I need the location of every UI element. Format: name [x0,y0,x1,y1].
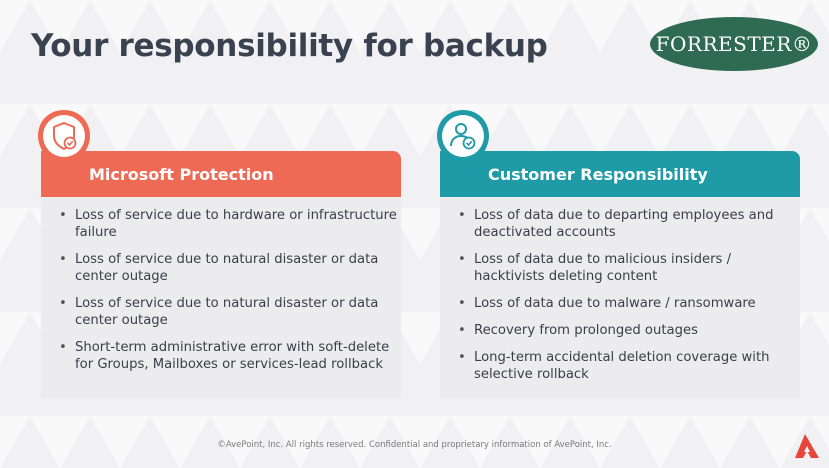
avepoint-logo-icon [795,434,819,458]
shield-check-icon [38,110,90,188]
list-item: Loss of service due to hardware or infra… [59,207,401,241]
customer-responsibility-title: Customer Responsibility [488,164,708,184]
microsoft-protection-header: Microsoft Protection [41,151,401,197]
list-item: Loss of data due to malware / ransomware [458,295,800,312]
forrester-logo: FORRESTER® [650,17,818,71]
customer-responsibility-panel: Loss of data due to departing employees … [440,198,800,398]
list-item: Loss of data due to malicious insiders /… [458,251,800,285]
customer-responsibility-header: Customer Responsibility [440,151,800,197]
list-item: Loss of service due to natural disaster … [59,295,401,329]
list-item: Short-term administrative error with sof… [59,339,401,373]
microsoft-protection-list: Loss of service due to hardware or infra… [41,198,401,373]
list-item: Loss of service due to natural disaster … [59,251,401,285]
customer-responsibility-list: Loss of data due to departing employees … [440,198,800,383]
user-check-icon [437,110,489,188]
logo-text: FORRESTER® [655,32,813,56]
page-title: Your responsibility for backup [31,28,548,64]
list-item: Loss of data due to departing employees … [458,207,800,241]
microsoft-protection-title: Microsoft Protection [89,164,274,184]
list-item: Long-term accidental deletion coverage w… [458,349,800,383]
list-item: Recovery from prolonged outages [458,322,800,339]
footer-copyright: ©AvePoint, Inc. All rights reserved. Con… [217,440,612,450]
microsoft-protection-panel: Loss of service due to hardware or infra… [41,198,401,398]
